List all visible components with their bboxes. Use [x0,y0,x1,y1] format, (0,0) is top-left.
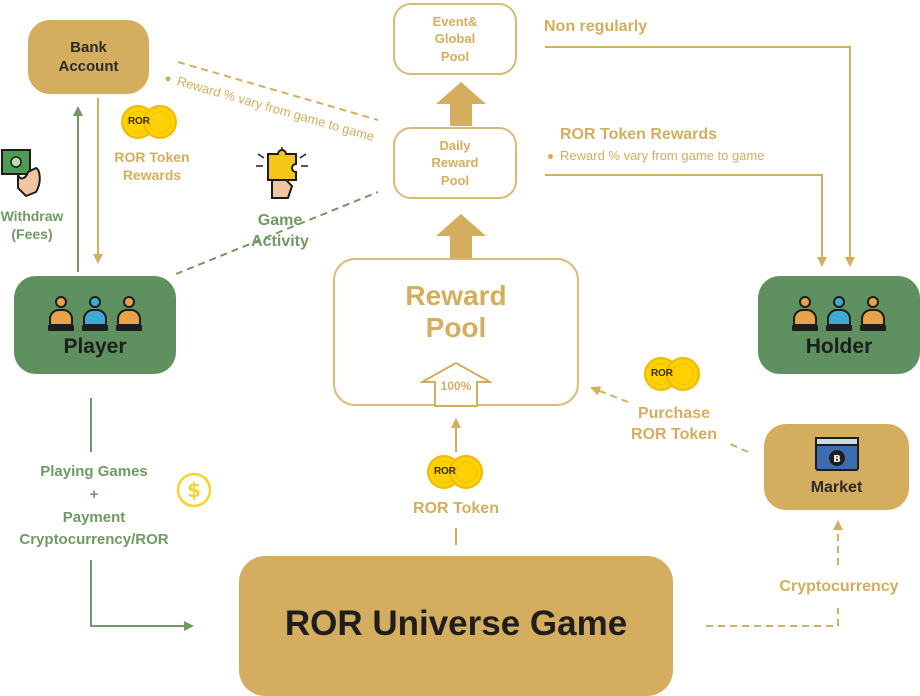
users-group-icon [792,295,886,332]
flow-diagram-lines [73,46,855,631]
line-daily-to-holder [545,174,827,267]
dashed-purchase-to-reward [590,386,629,403]
ror-universe-game-label: ROR Universe Game [284,604,628,643]
purchase-ror-token-label: Purchase ROR Token [631,405,717,443]
ror-token-rewards-top-label: ROR Token Rewards [560,126,718,143]
market-node: B Market [764,424,909,510]
player-label: Player [63,334,127,358]
dashed-game-to-market [706,608,839,627]
users-group-icon [48,295,142,332]
puzzle-hand-icon [256,147,308,199]
ror-token-label: ROR Token [413,500,499,517]
daily-reward-pool-node: Daily Reward Pool [393,127,517,199]
reward-vary-top-note: Reward % vary from game to game [548,148,764,163]
line-event-to-holder [545,46,855,267]
bank-account-label: Bank Account [58,38,119,76]
market-label: Market [810,479,863,496]
coin-text: ROR [434,466,456,477]
reward-vary-top-text: Reward % vary from game to game [560,148,765,163]
ror-universe-game-node: ROR Universe Game [239,556,673,696]
player-node: Player [14,276,176,374]
cryptocurrency-label: Cryptocurrency [779,578,899,595]
cash-withdraw-icon [1,149,41,198]
block-arrow-daily-to-event [436,82,486,126]
line-player-to-game [90,560,194,631]
bank-account-node: Bank Account [28,20,149,94]
coin-icon: ROR [121,105,179,139]
coin-icon: ROR [427,455,485,489]
daily-reward-pool-label: Daily Reward Pool [431,137,479,188]
coin-icon: ROR [644,357,702,391]
coin-text: ROR [128,116,150,127]
event-global-pool-node: Event& Global Pool [393,3,517,75]
ror-token-rewards-bank-label: ROR Token Rewards [114,149,190,184]
reward-pool-label: Reward Pool [405,280,507,344]
playing-games-label: Playing Games + Payment Cryptocurrency/R… [19,463,169,549]
holder-label: Holder [805,334,873,358]
svg-text:B: B [833,454,841,465]
game-activity-label: Game Activity [251,212,309,250]
event-global-pool-label: Event& Global Pool [432,13,478,64]
dashed-player-to-daily [175,191,379,275]
reward-percent-label: 100% [440,379,472,393]
non-regularly-label: Non regularly [544,18,648,35]
block-arrow-reward-to-daily [436,214,486,258]
dashed-market-to-purchase [727,442,749,453]
dashed-bank-to-daily [177,61,379,121]
svg-text:$: $ [187,478,201,502]
coin-text: ROR [651,368,673,379]
percent-arrow [420,361,492,407]
bitcoin-browser-icon: B [814,437,859,471]
dollar-coin-icon: $ [176,472,212,508]
withdraw-label: Withdraw (Fees) [0,208,64,243]
holder-node: Holder [758,276,920,374]
